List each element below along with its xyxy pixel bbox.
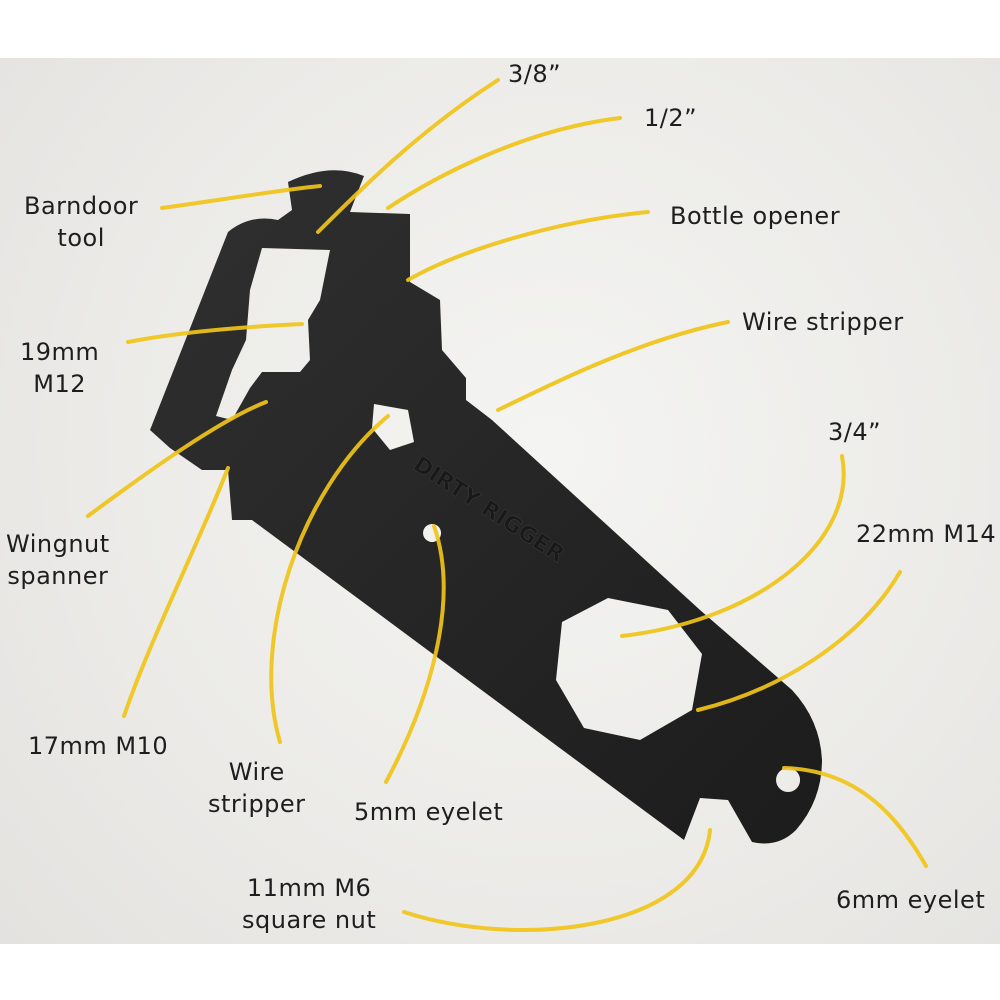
multitool-body: DIRTY RIGGER	[150, 170, 822, 844]
label-bottle-opener: Bottle opener	[670, 202, 841, 230]
label-5mm-eyelet: 5mm eyelet	[354, 798, 504, 826]
label-three-quarter: 3/4”	[828, 418, 882, 446]
label-wire-stripper-right: Wire stripper	[742, 308, 904, 336]
label-19mm-m12: 19mm M12	[20, 338, 100, 398]
leader-wire-stripper-bottom	[269, 414, 390, 744]
leader-m12	[126, 322, 304, 344]
label-22mm-m14: 22mm M14	[856, 520, 997, 548]
label-barndoor-tool: Barndoor tool	[24, 192, 139, 252]
label-6mm-eyelet: 6mm eyelet	[836, 886, 986, 914]
leader-three-eighths	[316, 78, 500, 234]
leader-m10	[122, 466, 230, 718]
label-three-eighths: 3/8”	[508, 60, 562, 88]
label-wingnut-spanner: Wingnut spanner	[6, 530, 110, 590]
leader-eyelet-6mm	[782, 766, 928, 868]
leader-wire-stripper-right	[496, 320, 730, 412]
label-17mm-m10: 17mm M10	[28, 732, 169, 760]
label-11mm-m6-square-nut: 11mm M6 square nut	[242, 874, 377, 934]
leader-barndoor	[160, 184, 322, 210]
leader-square-nut	[402, 828, 712, 932]
leader-three-quarter	[620, 454, 846, 638]
leader-bottle-opener	[406, 210, 650, 282]
label-wire-stripper-bottom: Wire stripper	[208, 758, 306, 818]
leader-wingnut	[86, 400, 268, 518]
leader-one-half	[386, 116, 622, 210]
leader-m14	[696, 570, 902, 712]
label-one-half: 1/2”	[644, 104, 698, 132]
leader-eyelet-5mm	[384, 524, 446, 784]
